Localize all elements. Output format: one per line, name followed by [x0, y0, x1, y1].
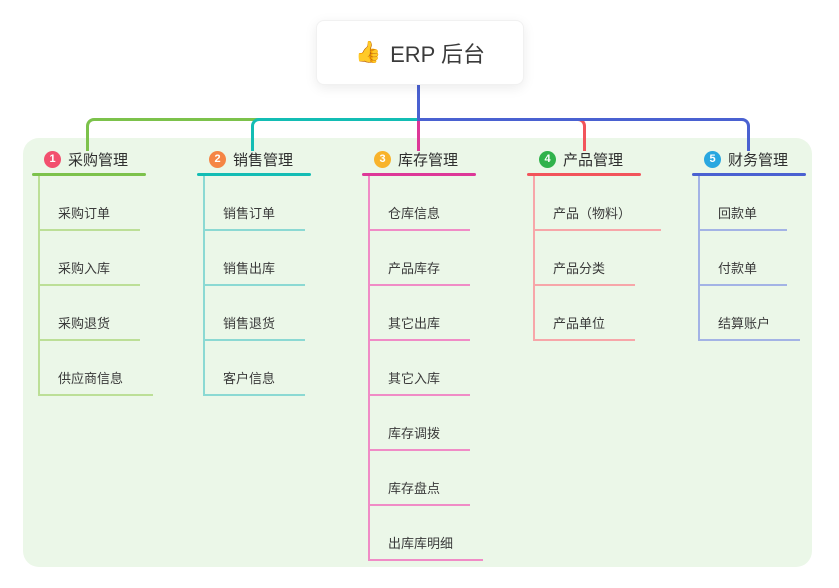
- leaf-label: 产品分类: [533, 258, 636, 286]
- column-title: 销售管理: [233, 151, 294, 169]
- leaf-node[interactable]: 其它出库: [362, 286, 532, 341]
- leaf-node[interactable]: 库存盘点: [362, 451, 532, 506]
- column-title: 财务管理: [728, 151, 789, 169]
- leaf-label: 库存盘点: [368, 478, 471, 506]
- leaf-label: 回款单: [698, 203, 788, 231]
- group-panel: [23, 138, 812, 567]
- leaf-node[interactable]: 销售订单: [197, 176, 367, 231]
- column-title: 产品管理: [563, 151, 624, 169]
- column-sales: 2 销售管理 销售订单 销售出库 销售退货 客户信息: [197, 148, 367, 396]
- leaf-label: 采购订单: [38, 203, 141, 231]
- branch-trunk-line: [38, 176, 40, 396]
- leaf-node[interactable]: 采购订单: [32, 176, 202, 231]
- header-underline: [197, 173, 311, 176]
- branch-trunk-line: [203, 176, 205, 396]
- column-finance: 5 财务管理 回款单 付款单 结算账户: [692, 148, 839, 341]
- leaf-node[interactable]: 采购退货: [32, 286, 202, 341]
- leaf-node[interactable]: 销售退货: [197, 286, 367, 341]
- leaf-label: 付款单: [698, 258, 788, 286]
- column-header-sales[interactable]: 2 销售管理: [197, 148, 367, 170]
- number-badge: 4: [539, 150, 556, 168]
- leaf-node[interactable]: 产品分类: [527, 231, 697, 286]
- leaf-label: 仓库信息: [368, 203, 471, 231]
- leaf-label: 其它入库: [368, 368, 471, 396]
- root-node[interactable]: 👍 ERP 后台: [316, 20, 524, 85]
- leaf-node[interactable]: 结算账户: [692, 286, 839, 341]
- branch-trunk-line: [368, 176, 370, 561]
- leaf-node[interactable]: 产品（物料）: [527, 176, 697, 231]
- column-header-product[interactable]: 4 产品管理: [527, 148, 697, 170]
- number-badge: 5: [704, 150, 721, 168]
- branch-trunk-line: [533, 176, 535, 341]
- thumbs-up-icon: 👍: [354, 40, 382, 64]
- leaf-label: 采购退货: [38, 313, 141, 341]
- leaf-label: 销售出库: [203, 258, 306, 286]
- connector-branch-5: [419, 118, 750, 151]
- number-badge: 2: [209, 150, 226, 168]
- leaf-node[interactable]: 产品单位: [527, 286, 697, 341]
- leaf-label: 产品单位: [533, 313, 636, 341]
- leaf-node[interactable]: 回款单: [692, 176, 839, 231]
- leaf-label: 出库库明细: [368, 533, 484, 561]
- leaf-node[interactable]: 供应商信息: [32, 341, 202, 396]
- column-inventory: 3 库存管理 仓库信息 产品库存 其它出库 其它入库 库存调拨 库存盘点 出库库…: [362, 148, 532, 561]
- leaf-node[interactable]: 仓库信息: [362, 176, 532, 231]
- column-product: 4 产品管理 产品（物料） 产品分类 产品单位: [527, 148, 697, 341]
- leaf-label: 产品库存: [368, 258, 471, 286]
- leaf-node[interactable]: 客户信息: [197, 341, 367, 396]
- column-title: 采购管理: [68, 151, 129, 169]
- leaf-label: 库存调拨: [368, 423, 471, 451]
- leaf-label: 采购入库: [38, 258, 141, 286]
- connector-branch-3: [417, 118, 420, 151]
- leaf-node[interactable]: 库存调拨: [362, 396, 532, 451]
- header-underline: [692, 173, 806, 176]
- leaf-label: 供应商信息: [38, 368, 154, 396]
- root-title: ERP 后台: [390, 41, 486, 67]
- connector-branch-2: [251, 118, 419, 151]
- branch-trunk-line: [698, 176, 700, 341]
- number-badge: 1: [44, 150, 61, 168]
- leaf-label: 产品（物料）: [533, 203, 662, 231]
- leaf-node[interactable]: 出库库明细: [362, 506, 532, 561]
- column-title: 库存管理: [398, 151, 459, 169]
- leaf-label: 销售退货: [203, 313, 306, 341]
- leaf-label: 销售订单: [203, 203, 306, 231]
- header-underline: [32, 173, 146, 176]
- leaf-label: 客户信息: [203, 368, 306, 396]
- leaf-node[interactable]: 其它入库: [362, 341, 532, 396]
- connector-root-line: [417, 85, 420, 121]
- column-header-purchase[interactable]: 1 采购管理: [32, 148, 202, 170]
- leaf-label: 其它出库: [368, 313, 471, 341]
- column-purchase: 1 采购管理 采购订单 采购入库 采购退货 供应商信息: [32, 148, 202, 396]
- number-badge: 3: [374, 150, 391, 168]
- leaf-node[interactable]: 采购入库: [32, 231, 202, 286]
- leaf-node[interactable]: 付款单: [692, 231, 839, 286]
- column-header-finance[interactable]: 5 财务管理: [692, 148, 839, 170]
- column-header-inventory[interactable]: 3 库存管理: [362, 148, 532, 170]
- leaf-node[interactable]: 产品库存: [362, 231, 532, 286]
- header-underline: [527, 173, 641, 176]
- leaf-node[interactable]: 销售出库: [197, 231, 367, 286]
- header-underline: [362, 173, 476, 176]
- leaf-label: 结算账户: [698, 313, 801, 341]
